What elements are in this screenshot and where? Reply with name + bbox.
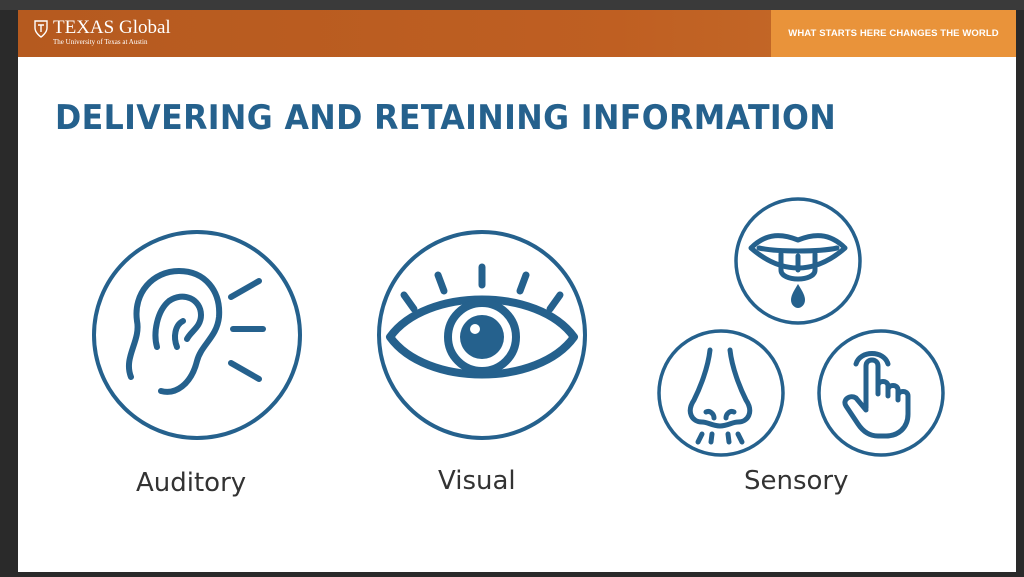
ear-icon (92, 230, 302, 440)
slide-title: DELIVERING AND RETAINING INFORMATION (55, 98, 837, 138)
label-visual: Visual (438, 466, 516, 496)
label-sensory: Sensory (744, 466, 849, 496)
brand-name: TEXAS Global (53, 17, 171, 38)
shield-icon (34, 20, 48, 38)
label-auditory: Auditory (136, 468, 247, 498)
texas-global-logo: TEXAS Global The University of Texas at … (34, 18, 171, 47)
eye-icon (377, 230, 587, 440)
mouth-tongue-icon (734, 197, 862, 325)
window-frame (0, 0, 1024, 10)
presentation-slide: TEXAS Global The University of Texas at … (18, 10, 1016, 572)
tagline-box: WHAT STARTS HERE CHANGES THE WORLD (771, 10, 1016, 57)
header-banner: TEXAS Global The University of Texas at … (18, 10, 1016, 57)
tagline: WHAT STARTS HERE CHANGES THE WORLD (788, 28, 999, 39)
nose-icon (657, 329, 785, 457)
touch-hand-icon (817, 329, 945, 457)
brand-subtitle: The University of Texas at Austin (53, 38, 148, 46)
